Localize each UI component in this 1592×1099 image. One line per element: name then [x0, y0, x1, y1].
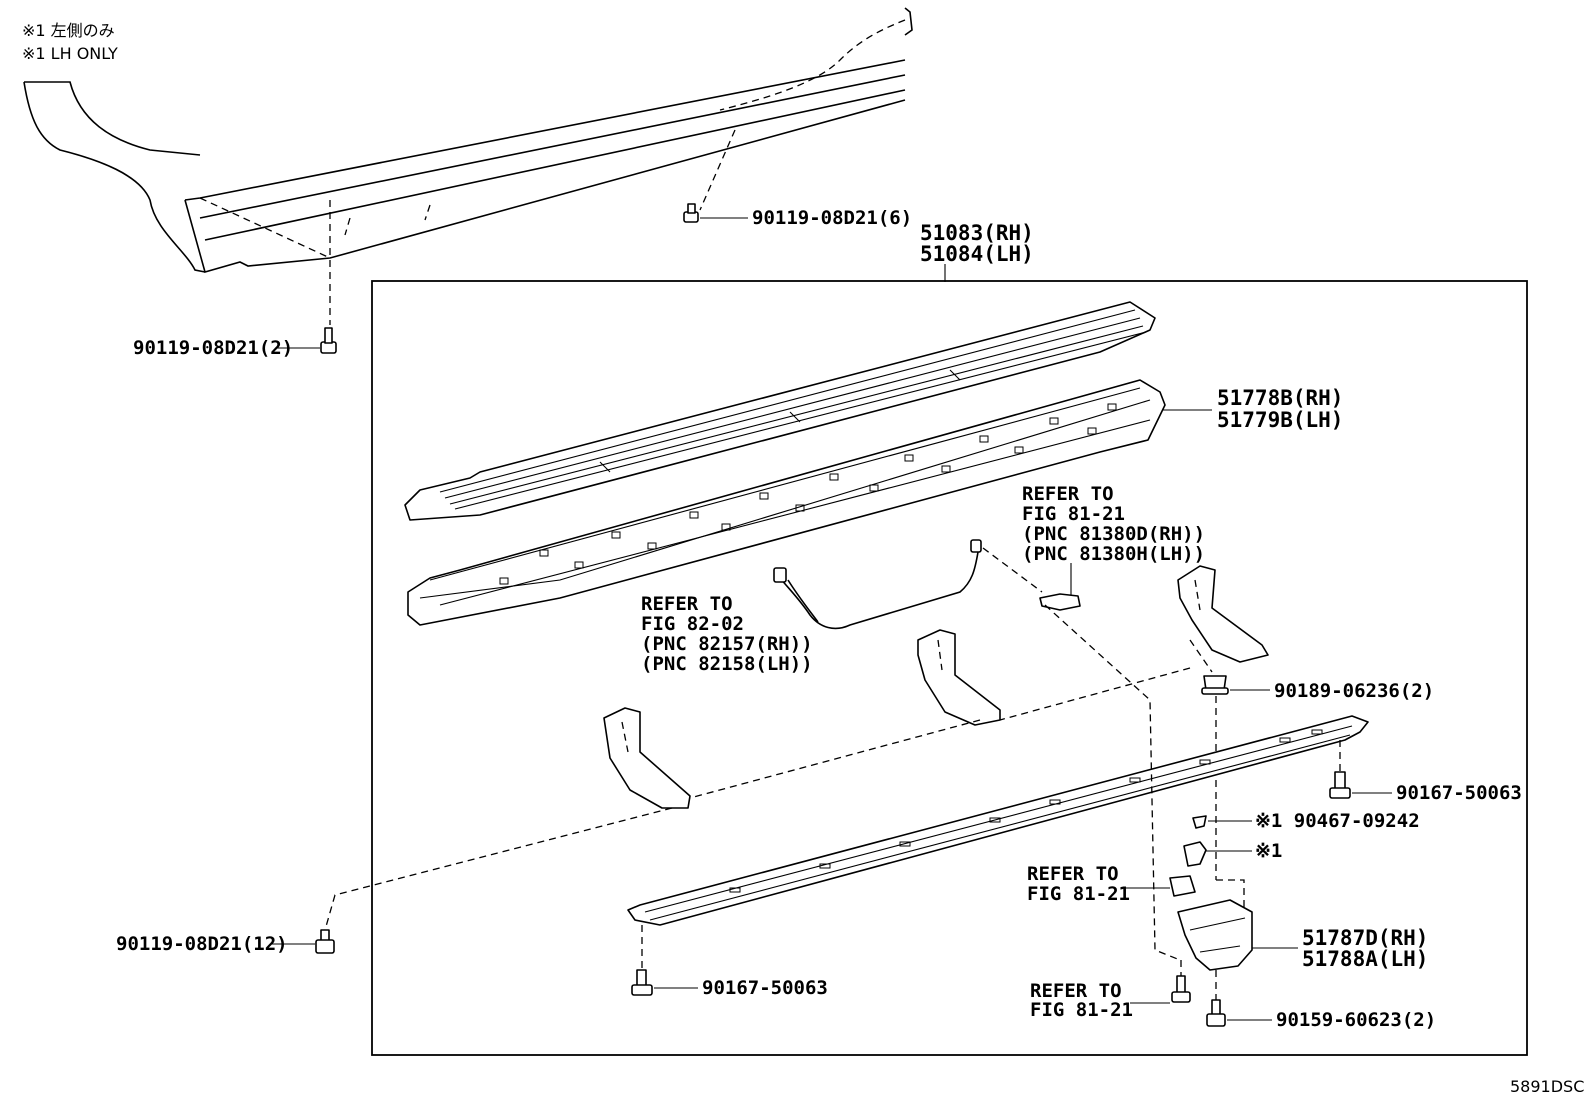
- label-refer-82-02-line2: FIG 82-02: [641, 613, 744, 635]
- label-refer-81-21-mid-line1: REFER TO: [1027, 863, 1119, 885]
- screw-icon-right: [1329, 771, 1351, 799]
- mounting-rail: [627, 715, 1369, 926]
- label-bracket-rh: 51787D(RH): [1302, 926, 1428, 950]
- bracket-right: [1177, 565, 1269, 663]
- bolt-icon-left-2: [320, 327, 337, 354]
- label-bolt-90159-60623: 90159-60623(2): [1276, 1009, 1436, 1031]
- clip-icon-90467: [1192, 815, 1207, 829]
- label-refer-82-02-line1: REFER TO: [641, 593, 733, 615]
- note-lh-only-en: ※1 LH ONLY: [22, 44, 118, 63]
- label-clip-90467-09242: ※1 90467-09242: [1255, 810, 1420, 832]
- label-refer-82-02-line3: (PNC 82157(RH)): [641, 633, 813, 655]
- wire-harness: [773, 539, 982, 630]
- lamp-unit-icon: [1039, 593, 1081, 611]
- step-cover: [407, 379, 1166, 626]
- label-step-cover-lh: 51779B(LH): [1217, 408, 1343, 432]
- label-step-cover-rh: 51778B(RH): [1217, 386, 1343, 410]
- mount-bracket: [1177, 879, 1253, 971]
- label-bolt-90119-08d21-6: 90119-08D21(6): [752, 207, 912, 229]
- label-refer-81-21-low-line1: REFER TO: [1030, 980, 1122, 1002]
- bracket-middle: [917, 629, 1001, 726]
- label-mark-1: ※1: [1255, 840, 1282, 862]
- label-refer-81-21-mid-line2: FIG 81-21: [1027, 883, 1130, 905]
- label-step-assy-rh: 51083(RH): [920, 221, 1034, 245]
- label-screw-90167-50063-bottom: 90167-50063: [702, 977, 828, 999]
- label-screw-90167-50063-right: 90167-50063: [1396, 782, 1522, 804]
- screw-icon-bottom: [631, 969, 653, 996]
- note-lh-only-jp: ※1 左側のみ: [22, 21, 115, 40]
- bolt-icon-left-12: [315, 929, 335, 954]
- bolt-icon-refer-low: [1171, 975, 1191, 1003]
- label-bolt-90119-08d21-12: 90119-08D21(12): [116, 933, 288, 955]
- label-refer-81-21-line3: (PNC 81380D(RH)): [1022, 523, 1205, 545]
- step-pad: [404, 301, 1156, 521]
- nut-icon: [1169, 875, 1196, 897]
- label-bolt-90119-08d21-2: 90119-08D21(2): [133, 337, 293, 359]
- label-bracket-lh: 51788A(LH): [1302, 947, 1428, 971]
- rocker-panel-outline: [23, 7, 913, 325]
- assembly-frame: [371, 280, 1528, 1056]
- label-refer-81-21-low-line2: FIG 81-21: [1030, 999, 1133, 1021]
- bolt-icon-upper: [683, 203, 699, 223]
- label-refer-81-21-line1: REFER TO: [1022, 483, 1114, 505]
- diagram-code: 5891DSC: [1510, 1077, 1584, 1096]
- label-refer-81-21-line2: FIG 81-21: [1022, 503, 1125, 525]
- small-bracket-icon: [1183, 841, 1207, 867]
- bracket-left: [603, 707, 691, 809]
- label-step-assy-lh: 51084(LH): [920, 242, 1034, 266]
- label-refer-81-21-line4: (PNC 81380H(LH)): [1022, 543, 1205, 565]
- label-refer-82-02-line4: (PNC 82158(LH)): [641, 653, 813, 675]
- label-clip-90189-06236: 90189-06236(2): [1274, 680, 1434, 702]
- bolt-icon-90159: [1206, 999, 1226, 1027]
- clip-icon-90189: [1201, 675, 1229, 695]
